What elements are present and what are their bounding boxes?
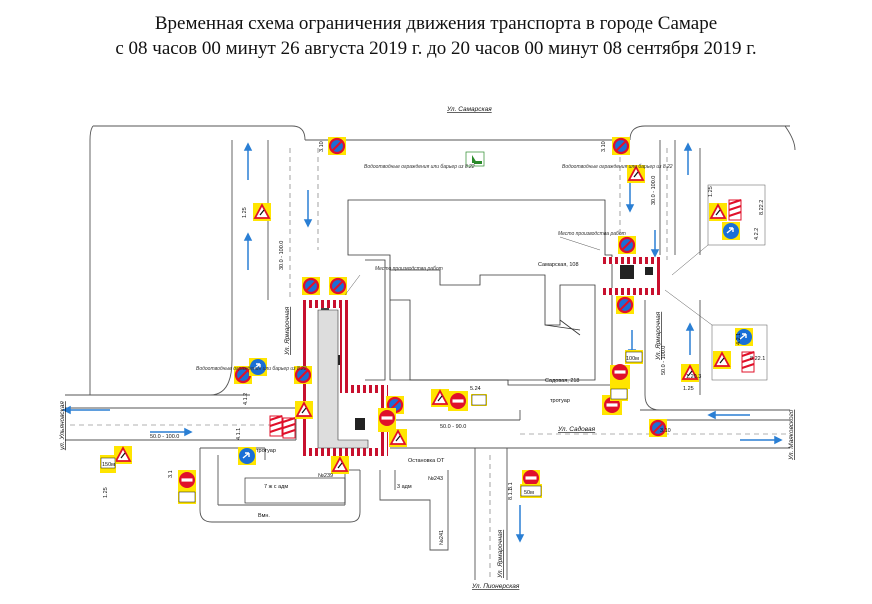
code-310-a: 3.10	[319, 141, 325, 152]
work-zone-barriers	[300, 257, 662, 456]
page-title: Временная схема ограничения движения тра…	[154, 13, 718, 34]
sign-blue-circle-left	[249, 358, 267, 376]
code-31-bottom: 3.1	[508, 482, 514, 490]
label-num-243: №243	[428, 476, 443, 482]
label-samarskaya-108: Самарская, 108	[538, 262, 579, 268]
callout-lines	[344, 184, 768, 381]
closed-lane-area	[317, 309, 369, 449]
sign-no-parking-right-2	[614, 294, 636, 316]
code-125-d: 1.25	[103, 487, 109, 498]
sign-plate-yellow-2	[625, 350, 643, 364]
code-31-left: 3.1	[168, 470, 174, 478]
sign-plate-yellow-1	[471, 394, 487, 406]
building-block-main	[347, 199, 613, 386]
code-421: 4.2.1	[736, 333, 742, 345]
sign-no-entry-right	[610, 364, 630, 389]
label-note-2: Водоотводные ограждения или барьер из 8.…	[562, 164, 673, 170]
sign-chevron-right-2	[741, 351, 755, 373]
sign-no-parking-top-right	[610, 135, 632, 157]
code-dist-100: 100м	[626, 356, 639, 362]
sign-works-center	[430, 388, 450, 408]
tree-icon	[465, 151, 485, 167]
code-8221: 8.22.1	[750, 356, 765, 362]
label-sadovaya-218: Садовая, 218	[545, 378, 580, 384]
street-sadovaya: Ул. Садовая	[557, 425, 596, 433]
label-num-239: №239	[318, 473, 333, 479]
label-distance-left-bottom: 50.0 - 100.0	[150, 434, 179, 440]
sign-yield-right	[735, 328, 753, 346]
road-outlines	[65, 125, 796, 580]
code-411: 4.1.1	[236, 428, 242, 440]
code-125-b: 1.25	[708, 186, 714, 197]
sign-works-left-3	[294, 400, 314, 420]
sign-plate-yellow-6	[178, 490, 196, 504]
label-house-7: 7 ж с адм	[264, 484, 288, 490]
street-yarmarochnaya-bottom: Ул. Ярмарочная	[497, 529, 504, 579]
street-samarskaya: Ул. Самарская	[446, 106, 492, 113]
sign-plate-yellow-3	[100, 455, 116, 473]
label-note-3: Водоотводные ограждения или барьер из 8.…	[196, 366, 307, 372]
house-7-outline	[244, 477, 346, 504]
sign-works-bottom	[330, 455, 350, 475]
code-422: 4.2.2	[754, 228, 760, 240]
label-work-site-left: Место производства работ	[375, 266, 443, 272]
sign-yield-right-2	[722, 222, 740, 240]
code-8222: 8.22.2	[759, 200, 765, 215]
label-note-1: Водоотводные ограждения или барьер из 8.…	[364, 164, 475, 170]
label-num-241: №241	[439, 530, 445, 545]
sign-no-parking-right-1	[616, 234, 638, 256]
label-vmn: Вмн.	[258, 513, 270, 519]
sign-no-parking-left-1	[300, 275, 322, 297]
label-distance-top-right: 30.0 - 100.0	[651, 176, 657, 205]
code-524: 5.24	[470, 386, 481, 392]
street-pionerskaya: Ул. Пионерская	[471, 583, 520, 590]
label-ostanovka: Остановка ОТ	[408, 458, 445, 464]
label-trotuar-left: тротуар	[256, 448, 276, 454]
street-ulyanovskaya: ул. Ульяновская	[59, 401, 66, 451]
code-1203: 1.20.3	[686, 374, 701, 380]
sign-no-entry-left	[178, 470, 196, 490]
code-125-a: 1.25	[242, 207, 248, 218]
sign-chevron-left-2	[269, 415, 283, 437]
sign-works-left-2	[113, 445, 133, 465]
label-distance-top-left: 30.0 - 100.0	[279, 241, 285, 270]
code-811-bottom: 8.1.1	[508, 488, 514, 500]
sign-blue-circle-bottom	[238, 447, 256, 465]
street-yarmarochnaya-right: Ул. Ярмарочная	[655, 311, 662, 361]
label-trotuar-right: тротуар	[550, 398, 570, 404]
label-distance-center: 50.0 - 90.0	[440, 424, 466, 430]
sign-no-parking-top-left	[326, 135, 348, 157]
code-dist-150: 150м	[102, 462, 115, 468]
page-subtitle: с 08 часов 00 минут 26 августа 2019 г. д…	[115, 38, 757, 59]
sign-plate-yellow-4	[520, 484, 542, 498]
sign-works-far-right	[712, 350, 732, 370]
code-412: 4.1.2	[243, 393, 249, 405]
sign-no-parking-left-2	[327, 275, 349, 297]
label-distance-right: 50.0 - 100.0	[661, 346, 667, 375]
sign-works-right-2	[708, 202, 728, 222]
sign-no-entry-center-2	[448, 391, 468, 411]
sign-chevron-left	[282, 417, 296, 439]
sign-plate-yellow-5	[610, 387, 628, 401]
sign-no-entry-center-1	[378, 408, 396, 432]
label-work-site-right: Место производства работ	[558, 231, 626, 237]
sign-works-left	[252, 202, 272, 222]
label-house-3: 3 адм	[397, 484, 412, 490]
street-yarmarochnaya-left: Ул. Ярмарочная	[284, 306, 291, 356]
sign-chevron-right	[728, 199, 742, 221]
code-125-c: 1.25	[683, 386, 694, 392]
traffic-direction-arrows	[62, 142, 783, 543]
code-310-c: 3.10	[660, 428, 671, 434]
code-dist-50: 50м	[524, 490, 534, 496]
code-310-b: 3.10	[601, 141, 607, 152]
street-mayakovskogo: Ул. Маяковского	[788, 409, 795, 461]
